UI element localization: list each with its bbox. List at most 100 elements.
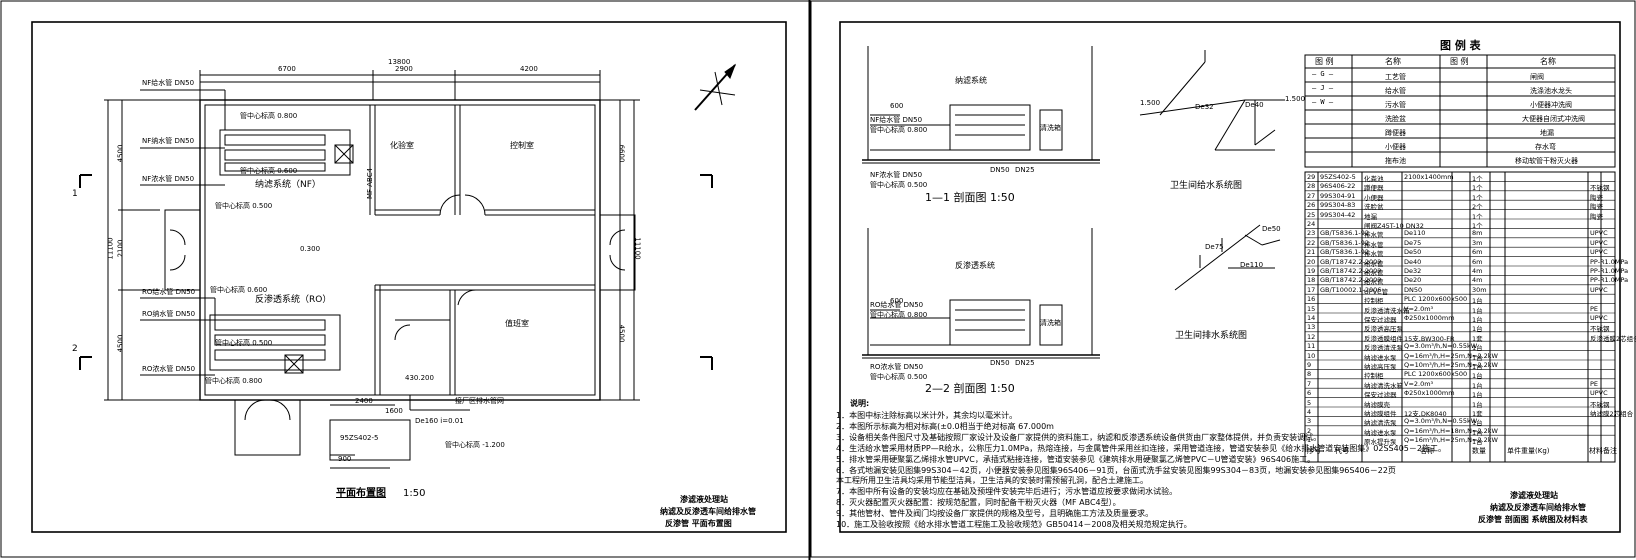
- notes-header: 说明:: [850, 399, 870, 408]
- bom-cell: 20: [1307, 257, 1316, 266]
- bom-cell: 2: [1307, 426, 1312, 435]
- bom-cell: 2100x1400mm: [1404, 173, 1454, 181]
- legend-name: 污水管: [1385, 101, 1406, 109]
- section2-scale: 1:50: [990, 382, 1015, 395]
- plan-title: 平面布置图: [336, 488, 386, 499]
- note-3: 3．设备相关条件图尺寸及基础按照厂家设计及设备厂家提供的资料施工，纳滤和反渗透系…: [836, 433, 1322, 442]
- legend-table-grid: [1304, 54, 1616, 168]
- sec2-drain: RO浓水管 DN50: [870, 363, 924, 371]
- bom-cell: 纳滤进水泵: [1364, 353, 1397, 362]
- bom-cell: 99S304-91: [1320, 191, 1356, 200]
- bom-cell: UPVC: [1590, 285, 1608, 294]
- bom-cell: UPVC: [1590, 229, 1608, 238]
- bom-footer-remark: 备注: [1603, 447, 1617, 455]
- bom-cell: 纳滤进水泵: [1364, 428, 1397, 437]
- dim-seg2: 2900: [395, 65, 413, 73]
- bom-cell: Q=16m³/h,H=25m,N=2.2kW: [1404, 436, 1498, 445]
- legend-name: 蹲便器: [1385, 129, 1406, 137]
- drainage-title: 卫生间排水系统图: [1175, 331, 1248, 341]
- bom-footer-code: 代号: [1335, 447, 1349, 455]
- bom-cell: PLC 1200x600x500: [1404, 295, 1468, 304]
- legend-name: 闸阀: [1530, 73, 1544, 81]
- bom-cell: De20: [1404, 276, 1422, 285]
- bom-cell: GB/T5836.1-92: [1320, 248, 1370, 257]
- left-title-line3: 反渗管 平面布置图: [665, 519, 732, 528]
- sec1-drain: NF浓水管 DN50: [870, 171, 923, 179]
- legend-symbol-g: — G —: [1312, 70, 1334, 78]
- bom-cell: 陶瓷: [1590, 203, 1603, 212]
- bom-cell: 1台: [1472, 306, 1483, 315]
- bom-cell: 洗脸盆: [1364, 203, 1384, 212]
- room-lab: 化验室: [390, 141, 414, 150]
- dim-bottom-c: 900: [338, 455, 352, 463]
- bom-cell: Φ250x1000mm: [1404, 314, 1455, 322]
- bom-cell: PP-R1.0MPa: [1590, 257, 1629, 266]
- bom-footer-weight: 单件重量(Kg): [1507, 447, 1550, 455]
- sec1-cleaning: 清洗箱: [1040, 124, 1061, 132]
- bom-cell: 反渗透清洗泵: [1364, 344, 1403, 353]
- legend-name: 移动软管干粉灭火器: [1515, 157, 1578, 165]
- legend-symbol-j: — J —: [1312, 84, 1334, 92]
- legend-header-1: 图 例: [1315, 57, 1334, 66]
- legend-name: 存水弯: [1535, 143, 1556, 151]
- bom-cell: Q=3.0m³/h,N=0.55kW: [1404, 342, 1478, 351]
- bom-cell: De40: [1404, 257, 1422, 266]
- sec1-elev2: 管中心标高 0.500: [870, 181, 928, 189]
- water-tank-elev: 430.200: [405, 374, 434, 382]
- pipe-nf-mid: NF纳水管 DN50: [142, 137, 195, 145]
- bom-cell: 6m: [1472, 257, 1483, 266]
- note-11: 10．施工及验收按照《给水排水管道工程施工及验收规范》GB50414－2008及…: [836, 520, 1192, 529]
- bom-cell: 8m: [1472, 229, 1483, 238]
- dim-left-bottom: 4500: [116, 334, 125, 353]
- bom-cell: 原水提升泵: [1364, 438, 1397, 447]
- bom-cell: PE: [1590, 304, 1599, 313]
- room-duty: 值班室: [505, 319, 529, 328]
- dim-right-mid: 11100: [633, 237, 642, 260]
- bom-cell: 闸阀Z45T-10 DN32: [1364, 222, 1424, 230]
- bom-cell: 6: [1307, 389, 1312, 398]
- bom-cell: Q=10m³/h,H=25m,N=2.2kW: [1404, 361, 1498, 369]
- bom-cell: 15支,BW300-FR: [1404, 334, 1455, 343]
- bom-cell: 5: [1307, 398, 1312, 407]
- pipe-nf-conc: NF浓水管 DN50: [142, 175, 195, 183]
- bom-cell: 保安过滤器: [1364, 391, 1397, 400]
- bom-cell: 19: [1307, 267, 1316, 275]
- legend-header-2: 名称: [1385, 57, 1401, 66]
- bom-cell: 16: [1307, 295, 1316, 304]
- bom-cell: 反渗透清洗水箱: [1364, 306, 1410, 315]
- sections: [862, 46, 1285, 359]
- left-title-line1: 渗滤液处理站: [680, 495, 728, 504]
- bom-cell: 15: [1307, 304, 1316, 313]
- bom-cell: UPVC管: [1364, 287, 1389, 296]
- legend-name: 洗涤池水龙头: [1530, 87, 1572, 95]
- bom-cell: 17: [1307, 285, 1316, 294]
- sec1-dim600: 600: [890, 102, 904, 110]
- bom-cell: 28: [1307, 182, 1316, 191]
- legend-title: 图 例 表: [1440, 39, 1481, 52]
- bom-cell: Φ250x1000mm: [1404, 389, 1455, 398]
- legend-name: 小便器: [1385, 143, 1406, 151]
- bom-cell: 1台: [1472, 344, 1483, 353]
- bom-cell: 26: [1307, 201, 1316, 210]
- note-9: 8．灭火器配置灭火器配置：按规范配置，同时配备干粉灭火器（MF ABC4型）。: [836, 498, 1121, 507]
- bom-cell: Q=3.0m³/h,N=0.55kW: [1404, 417, 1478, 426]
- note-1: 1．本图中标注除标高以米计外，其余均以毫米计。: [836, 411, 1018, 420]
- iso-de32: De32: [1195, 103, 1214, 111]
- bom-cell: GB/T18742.2-2002: [1320, 257, 1382, 266]
- bom-cell: V=2.0m³: [1404, 304, 1434, 313]
- room-control: 控制室: [510, 141, 534, 150]
- sec2-dn25: DN25: [1015, 359, 1035, 367]
- bom-cell: 23: [1307, 229, 1316, 238]
- bom-cell: 4: [1307, 408, 1312, 416]
- bom-cell: 1台: [1472, 316, 1483, 324]
- bom-cell: 1个: [1472, 222, 1483, 230]
- section1-title: 1—1 剖面图: [925, 191, 987, 204]
- pipe-elev-4: 管中心标高 0.600: [210, 286, 268, 294]
- bom-cell: 95ZS402-5: [1320, 173, 1356, 181]
- bom-cell: De75: [1404, 238, 1422, 247]
- bom-cell: 反渗透膜组件: [1364, 334, 1403, 343]
- bom-footer-no: 序号: [1307, 447, 1321, 455]
- legend-name: 洗脸盆: [1385, 115, 1406, 123]
- bom-cell: GB/T5836.1-92: [1320, 229, 1370, 238]
